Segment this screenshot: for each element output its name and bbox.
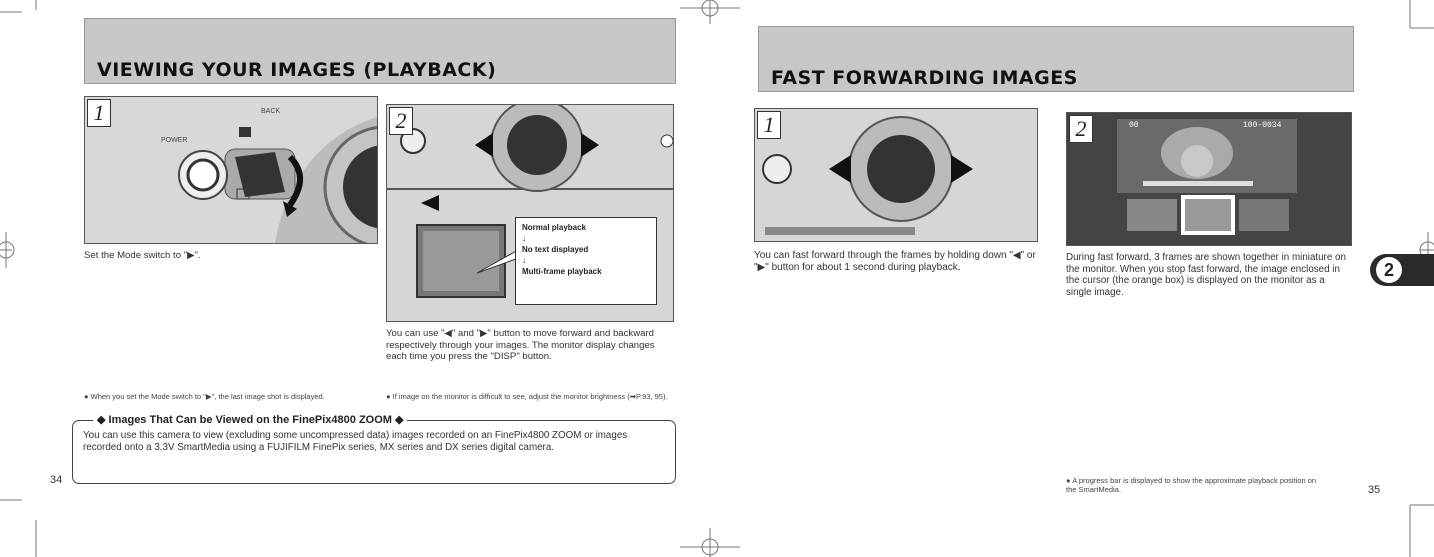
- compatibility-box-title: ◆ Images That Can be Viewed on the FineP…: [93, 413, 408, 426]
- flow-arrow-1: ↓: [522, 234, 526, 243]
- right-figure-1-number: 1: [757, 111, 781, 139]
- right-page-number: 35: [1368, 484, 1381, 496]
- left-figure-2: 2 Normal playback ↓ No text displayed ↓ …: [386, 104, 674, 322]
- power-label: POWER: [161, 137, 187, 144]
- flow-normal-playback: Normal playback: [522, 223, 587, 232]
- note-bullet-icon: ●: [1066, 476, 1071, 485]
- compatibility-box: ◆ Images That Can be Viewed on the FineP…: [72, 413, 676, 484]
- camera-mode-switch-illustration: POWER BACK: [85, 97, 377, 243]
- right-step2-text: During fast forward, 3 frames are shown …: [1066, 252, 1346, 298]
- lcd-fast-forward-illustration: [1067, 113, 1351, 245]
- note-bullet-icon: ●: [84, 392, 89, 401]
- left-note-2-text: If image on the monitor is difficult to …: [392, 392, 668, 401]
- left-note-2: ● If image on the monitor is difficult t…: [386, 392, 674, 401]
- right-title-banner: FAST FORWARDING IMAGES: [758, 26, 1354, 92]
- lcd-left-readout: 00: [1129, 121, 1139, 130]
- flow-arrow-2: ↓: [522, 256, 526, 265]
- chapter-tab: 2: [1370, 254, 1434, 286]
- left-figure-1: 1 POWER BACK: [84, 96, 378, 244]
- left-figure-1-number: 1: [87, 99, 111, 127]
- left-step1-text: Set the Mode switch to "▶".: [84, 250, 201, 261]
- left-note-1-text: When you set the Mode switch to "▶", the…: [90, 392, 325, 401]
- left-page-number: 34: [50, 474, 63, 486]
- right-figure-1: 1: [754, 108, 1038, 242]
- camera-icon: [239, 127, 251, 137]
- playback-icon: [236, 188, 250, 200]
- left-page-title: VIEWING YOUR IMAGES (PLAYBACK): [97, 59, 497, 81]
- lcd-right-readout: 100-0034: [1243, 121, 1282, 130]
- compatibility-box-text: You can use this camera to view (excludi…: [83, 430, 628, 453]
- chapter-tab-number: 2: [1376, 257, 1402, 283]
- right-note: ● A progress bar is displayed to show th…: [1066, 476, 1326, 494]
- flow-multi-frame-playback: Multi-frame playback: [522, 267, 602, 276]
- right-note-text: A progress bar is displayed to show the …: [1066, 476, 1317, 494]
- playback-mode-flow: Normal playback ↓ No text displayed ↓ Mu…: [515, 217, 657, 305]
- right-page-title: FAST FORWARDING IMAGES: [771, 67, 1078, 89]
- left-figure-2-number: 2: [389, 107, 413, 135]
- right-step1-text: You can fast forward through the frames …: [754, 250, 1036, 273]
- right-figure-2-number: 2: [1069, 115, 1093, 143]
- left-title-banner: VIEWING YOUR IMAGES (PLAYBACK): [84, 18, 676, 84]
- left-note-1: ● When you set the Mode switch to "▶", t…: [84, 392, 374, 401]
- left-step2-text: You can use "◀" and "▶" button to move f…: [386, 328, 655, 362]
- back-label: BACK: [261, 108, 280, 115]
- note-bullet-icon: ●: [386, 392, 391, 401]
- flow-no-text-displayed: No text displayed: [522, 245, 589, 254]
- fast-forward-buttons-illustration: [755, 109, 1037, 241]
- right-figure-2: 2 00 100-0034: [1066, 112, 1352, 246]
